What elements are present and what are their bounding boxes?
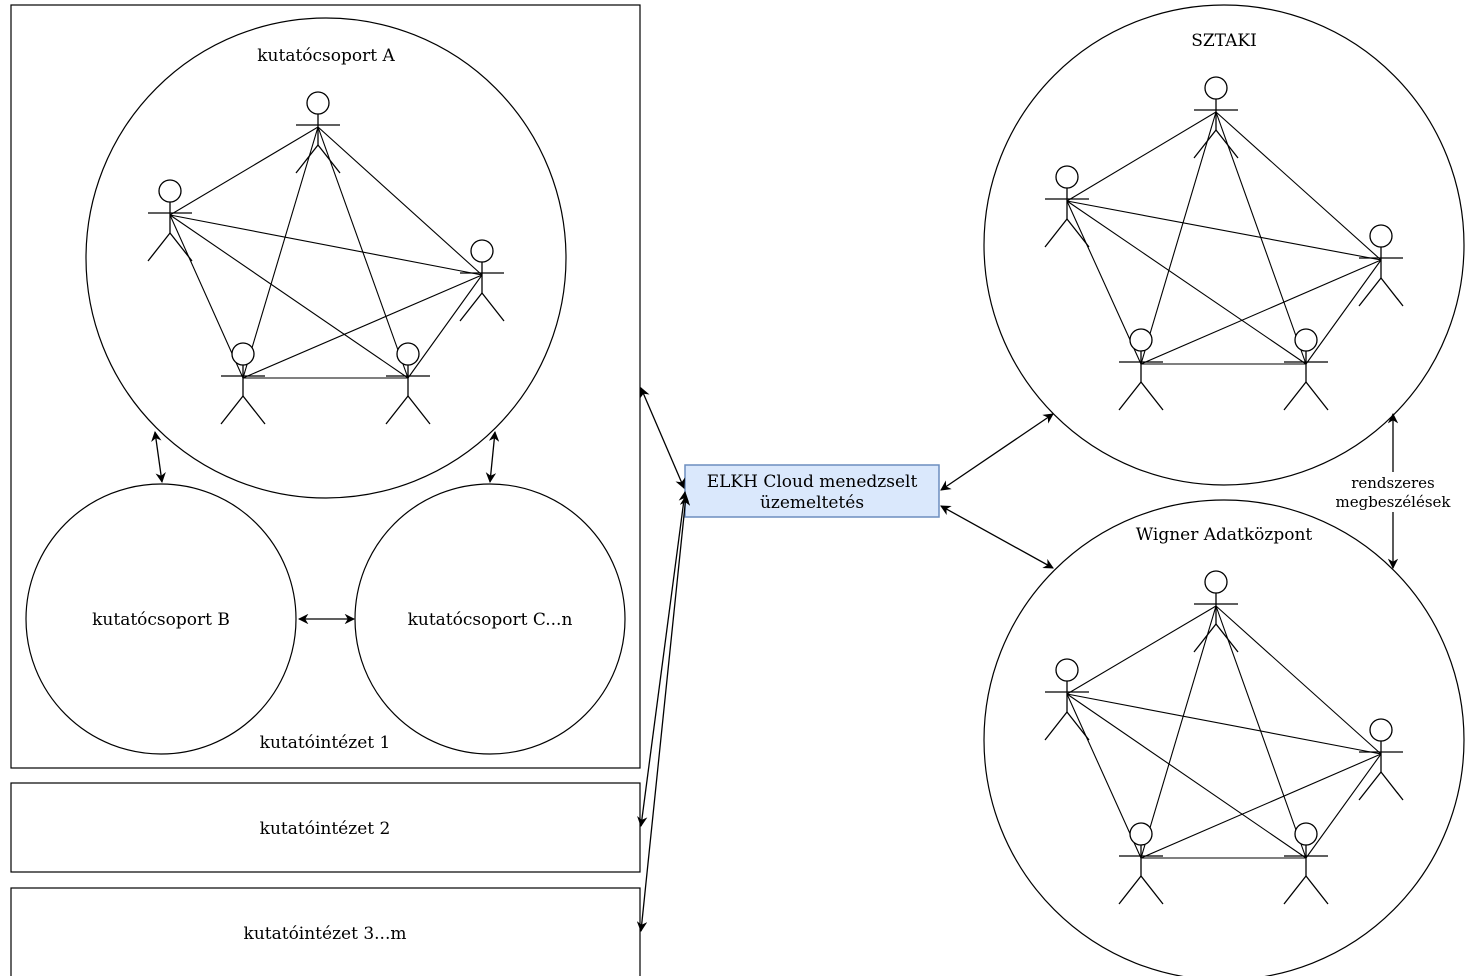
connection-line	[1140, 111, 1217, 365]
cloud-label-line1: ELKH Cloud menedzselt	[707, 472, 918, 492]
connection-line	[1215, 605, 1382, 755]
arrow-institute1-cloud	[639, 387, 686, 489]
sztaki-label: SZTAKI	[1191, 31, 1257, 51]
person-icon	[1358, 224, 1404, 307]
institute-2-box[interactable]	[10, 782, 641, 873]
connection-line	[1066, 693, 1307, 859]
connection-line	[1066, 200, 1142, 365]
institute-3-box[interactable]	[10, 887, 641, 976]
connection-line	[1066, 111, 1217, 202]
person-icon	[385, 342, 431, 425]
person-icon	[1283, 822, 1329, 905]
group-b-circle[interactable]	[25, 483, 297, 755]
person-icon	[147, 179, 193, 262]
connection-line	[1140, 259, 1382, 365]
connection-lines	[1066, 111, 1382, 365]
person-icon	[459, 239, 505, 322]
group-a-label: kutatócsoport A	[257, 46, 395, 66]
arrow-cloud-wigner	[940, 505, 1054, 569]
person-icon	[1283, 328, 1329, 411]
meetings-label-bg	[1328, 472, 1458, 512]
institute-2-label: kutatóintézet 2	[260, 819, 391, 839]
person-icon	[1358, 718, 1404, 801]
group-a-circle[interactable]	[85, 17, 567, 499]
group-c-label: kutatócsoport C...n	[408, 610, 573, 630]
meetings-label-line2: megbeszélések	[1336, 493, 1452, 511]
person-icon	[220, 342, 266, 425]
sztaki-network	[1044, 76, 1404, 411]
connection-line	[169, 214, 409, 379]
arrow-institute3-cloud	[636, 494, 691, 933]
connection-line	[1215, 605, 1307, 859]
connection-line	[1066, 200, 1307, 365]
connection-line	[1140, 753, 1382, 859]
connection-lines	[1066, 605, 1382, 859]
connection-line	[169, 214, 483, 276]
connection-line	[1140, 605, 1217, 859]
person-icon	[1193, 76, 1239, 159]
connection-line	[169, 214, 244, 379]
person-icon	[1118, 822, 1164, 905]
connection-lines	[169, 126, 483, 379]
meetings-label-line1: rendszeres	[1351, 474, 1435, 492]
connection-line	[1215, 111, 1382, 261]
arrow-a-c	[485, 430, 500, 484]
wigner-circle[interactable]	[983, 499, 1465, 976]
connection-line	[242, 274, 483, 379]
sztaki-circle[interactable]	[983, 4, 1465, 486]
wigner-label: Wigner Adatközpont	[1136, 525, 1313, 545]
person-icon	[1118, 328, 1164, 411]
institute-1-label: kutatóintézet 1	[260, 733, 391, 753]
connection-line	[1305, 753, 1382, 859]
connection-line	[1305, 259, 1382, 365]
group-b-label: kutatócsoport B	[92, 610, 230, 630]
connection-line	[1066, 693, 1382, 755]
person-icon	[1193, 570, 1239, 653]
arrow-a-b	[151, 430, 166, 484]
group-a-network	[147, 91, 505, 425]
arrow-cloud-sztaki	[940, 413, 1054, 491]
arrow-institute2-cloud	[637, 490, 689, 828]
institute-3-label: kutatóintézet 3...m	[244, 924, 407, 944]
person-icon	[295, 91, 341, 174]
connection-line	[1066, 605, 1217, 695]
connection-line	[317, 126, 483, 276]
connection-line	[1066, 693, 1142, 859]
cloud-service-box[interactable]	[684, 464, 940, 518]
connection-line	[242, 126, 319, 379]
cloud-label-line2: üzemeltetés	[760, 493, 864, 513]
connection-line	[169, 126, 319, 216]
connection-line	[407, 274, 483, 379]
person-icon	[1044, 165, 1090, 248]
wigner-network	[1044, 570, 1404, 905]
connection-line	[1066, 200, 1382, 261]
person-icon	[1044, 658, 1090, 741]
